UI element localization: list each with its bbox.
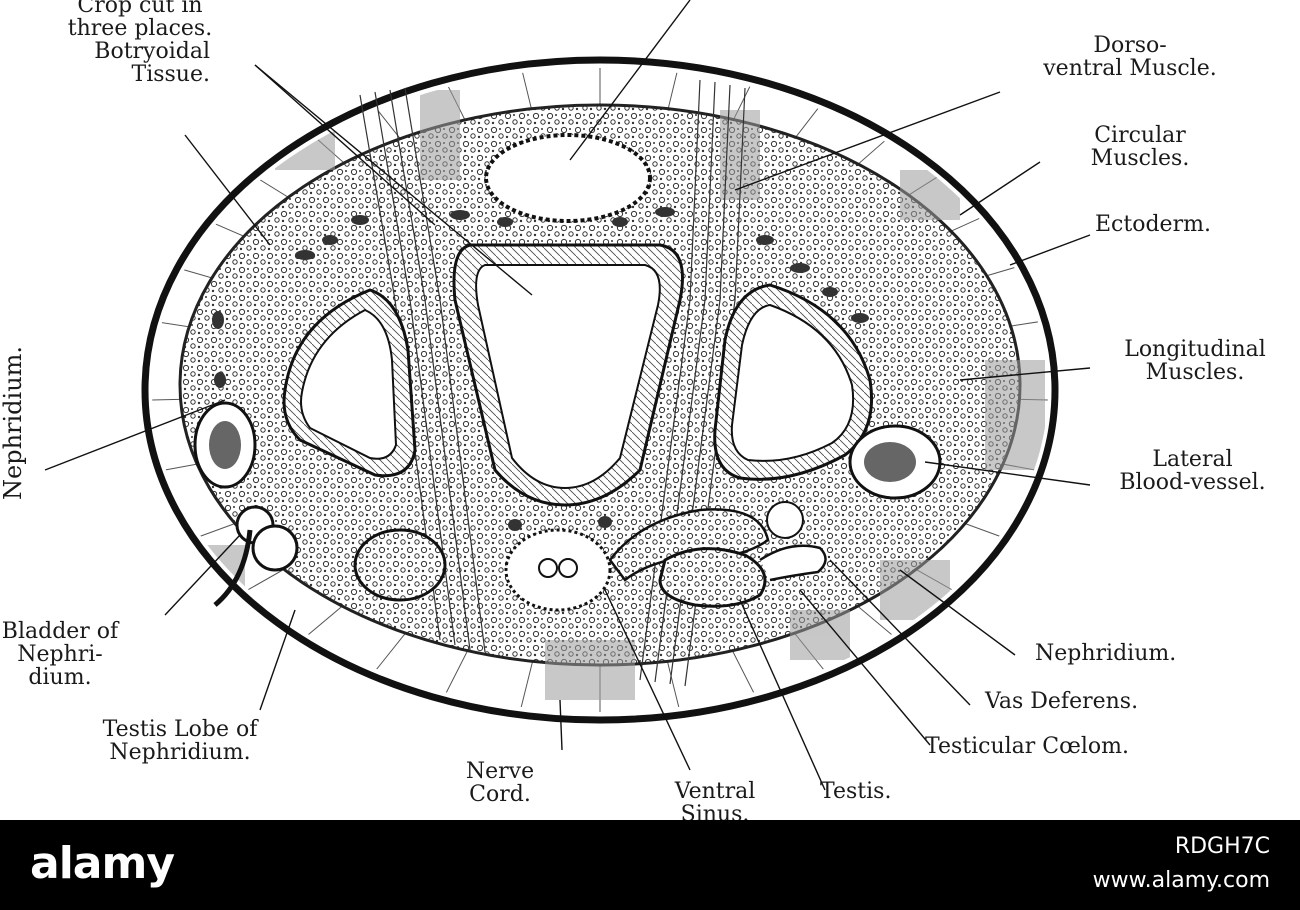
stock-id: RDGH7C (1174, 834, 1270, 859)
crop-left-lumen (300, 308, 398, 460)
lateral-vessel-left-inner (209, 421, 241, 469)
leader-bladder (164, 534, 241, 616)
label-testicular-coelom: Testicular Cœlom. (925, 734, 1130, 759)
label-circular: Circular Muscles. (1090, 123, 1190, 171)
leader-lines (44, 0, 1091, 791)
nerve-fiber-b (558, 558, 578, 578)
label-dorso-ventral: Dorso- ventral Muscle. (1043, 33, 1217, 81)
figure: Crop cut in three places. Botryoidal Tis… (0, 0, 1266, 820)
leader-ventral (604, 589, 691, 771)
testis-lobe (213, 529, 253, 607)
leader-botryoidal (184, 134, 271, 246)
label-crop-cut: Crop cut in three places. (67, 0, 213, 41)
leader-dorso (734, 91, 1001, 191)
leader-vas (829, 559, 971, 706)
leader-nerve (559, 699, 563, 751)
label-testis-lobe: Testis Lobe of Nephridium. (102, 717, 258, 765)
testicular-coelom (766, 501, 804, 539)
nerve-fiber-a (538, 558, 558, 578)
label-ventral-sinus: Ventral Sinus. (674, 779, 756, 820)
cross-section-diagram (44, 0, 1091, 791)
label-ectoderm: Ectoderm. (1095, 212, 1211, 237)
leader-crop-cut-2 (254, 64, 436, 226)
leader-lateral (924, 461, 1091, 486)
vas-deferens (759, 544, 827, 582)
lateral-vessel-right-inner (864, 442, 916, 482)
alamy-logo: alamy (30, 838, 175, 889)
label-botryoidal: Botryoidal Tissue. (94, 39, 210, 87)
leader-circular (959, 161, 1041, 216)
dorso-ventral-muscle (359, 79, 746, 687)
site-url: www.alamy.com (1092, 868, 1270, 893)
leader-longitudinal (959, 367, 1091, 381)
label-bladder: Bladder of Nephri- dium. (1, 619, 119, 690)
label-nerve-cord: Nerve Cord. (465, 759, 535, 807)
small-vessels (212, 207, 869, 531)
testis-left (353, 528, 447, 602)
label-nephridium-side: Nephridium. (0, 345, 27, 500)
crop-center-lumen (475, 264, 661, 490)
label-lateral-vessel: Lateral Blood-vessel. (1119, 447, 1266, 495)
bladder-nephridium-b (251, 524, 299, 572)
label-testis: Testis. (820, 779, 892, 804)
leader-crop-cut (254, 64, 533, 296)
nerve-cord (504, 528, 612, 612)
leader-crop-top (569, 0, 691, 161)
leader-nephridium-left (44, 399, 226, 471)
label-nephridium-right: Nephridium. (1035, 641, 1177, 666)
dorsal-vessel (484, 133, 652, 223)
leader-coelom (799, 589, 931, 746)
label-vas-deferens: Vas Deferens. (985, 689, 1139, 714)
leader-testis-lobe (259, 609, 296, 711)
leader-testis (739, 599, 826, 791)
leader-ectoderm (1009, 234, 1091, 266)
testis-right (658, 547, 767, 608)
crop-right-lumen (730, 303, 855, 462)
label-longitudinal: Longitudinal Muscles. (1124, 337, 1266, 385)
watermark-bar: alamy RDGH7C www.alamy.com (0, 820, 1300, 910)
leader-nephridium-right (899, 569, 1016, 656)
